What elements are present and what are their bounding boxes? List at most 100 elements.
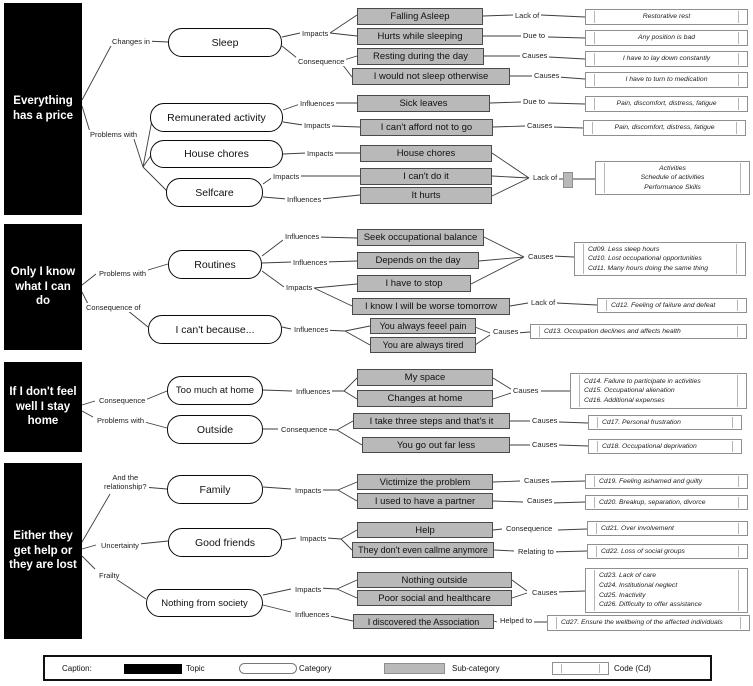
category-house-chores: House chores (150, 140, 283, 168)
relation-label: Impacts (284, 283, 315, 293)
legend-subcategory-swatch (384, 663, 445, 674)
relation-label: Impacts (271, 172, 302, 182)
code-any-position-is-bad: Any position is bad (585, 30, 748, 46)
branch-label-and-the-relationship: And the relationship? (102, 473, 149, 492)
subcategory-help: Help (357, 522, 493, 538)
branch-label-uncertainty: Uncertainty (99, 541, 141, 551)
link-label: Causes (532, 71, 562, 81)
relation-label: Consequence (296, 57, 347, 67)
link-label: Lack of (513, 11, 542, 21)
relation-label: Influences (294, 387, 333, 397)
link-label: Helped to (498, 616, 535, 626)
relation-label: Influences (292, 325, 331, 335)
subcategory-resting-during-the-day: Resting during the day (357, 48, 484, 65)
subcategory-nothing-outside: Nothing outside (357, 572, 512, 588)
code-cd20: Cd20. Breakup, separation, divorce (585, 495, 748, 510)
code-cd13: Cd13. Occupation declines and affects he… (530, 324, 747, 339)
link-label: Relating to (516, 547, 556, 557)
code-cd21: Cd21. Over involvement (587, 521, 748, 536)
code-lay-down-constantly: I have to lay down constantly (585, 51, 748, 67)
link-label: Lack of (531, 173, 560, 183)
code-cd12: Cd12. Feeling of failure and defeat (597, 298, 747, 313)
link-label: Causes (530, 588, 560, 598)
code-cd27: Cd27. Ensure the wellbeing of the affect… (547, 615, 750, 631)
relation-label: Impacts (293, 486, 324, 496)
category-selfcare: Selfcare (166, 178, 263, 207)
link-label: Causes (525, 496, 555, 506)
topic-everything-has-a-price: Everything has a price (4, 3, 82, 215)
category-too-much-at-home: Too much at home (167, 376, 263, 405)
relation-label: Influences (291, 258, 330, 268)
code-cd09-cd11: Cd09. Less sleep hours Cd10. Lost occupa… (574, 242, 746, 276)
relation-label: Impacts (293, 585, 324, 595)
link-label: Causes (525, 121, 555, 131)
subcategory-three-steps: I take three steps and that's it (353, 413, 510, 429)
subcategory-sick-leaves: Sick leaves (357, 95, 490, 112)
topic-if-i-dont-feel-well-i-stay-home: If I don't feel well I stay home (4, 362, 82, 452)
code-pain-discomfort-2: Pain, discomfort, distress, fatigue (583, 120, 746, 136)
subcategory-worse-tomorrow: I know I will be worse tomorrow (352, 298, 510, 315)
subcategory-it-hurts: It hurts (360, 187, 492, 204)
subcategory-used-to-have-a-partner: I used to have a partner (357, 493, 493, 509)
legend-category-label: Category (299, 664, 332, 673)
link-label: Causes (520, 51, 550, 61)
code-connector-box (563, 172, 573, 188)
code-cd23-cd26: Cd23. Lack of care Cd24. Institutional n… (585, 568, 748, 613)
relation-label: Impacts (300, 29, 331, 39)
relation-label: Impacts (302, 121, 333, 131)
subcategory-dont-even-call-anymore: They don't even callme anymore (352, 542, 494, 558)
code-cd14-cd16: Cd14. Failure to participate in activiti… (570, 373, 747, 409)
branch-label-changes-in: Changes in (110, 37, 152, 47)
branch-label-consequence-of: Consequence of (84, 303, 143, 313)
subcategory-house-chores: House chores (360, 145, 492, 162)
link-label: Consequence (504, 524, 555, 534)
relation-label: Influences (283, 232, 322, 242)
relation-label: Influences (285, 195, 324, 205)
code-turn-to-medication: I have to turn to medication (585, 72, 748, 88)
link-label: Due to (521, 97, 548, 107)
link-label: Causes (491, 327, 521, 337)
relation-label: Influences (293, 610, 332, 620)
subcategory-poor-social-and-healthcare: Poor social and healthcare (357, 590, 512, 606)
subcategory-seek-occupational-balance: Seek occupational balance (357, 229, 484, 246)
code-cd19: Cd19. Feeling ashamed and guilty (585, 474, 748, 489)
link-label: Causes (522, 476, 552, 486)
category-i-cant-because: I can't because... (148, 315, 282, 344)
subcategory-i-cant-afford-not-to-go: I can't afford not to go (360, 119, 493, 136)
category-outside: Outside (167, 415, 263, 444)
code-cd22: Cd22. Loss of social groups (587, 544, 748, 559)
relation-label: Consequence (279, 425, 330, 435)
topic-only-i-know-what-i-can-do: Only I know what I can do (4, 224, 82, 350)
subcategory-i-cant-do-it: I can't do it (360, 168, 492, 185)
link-label: Lack of (529, 298, 558, 308)
legend-code-swatch (552, 662, 609, 675)
branch-label-problems-with-2: Problems with (97, 269, 149, 279)
category-sleep: Sleep (168, 28, 282, 57)
legend-subcategory-label: Sub-category (452, 664, 500, 673)
legend-code-label: Code (Cd) (614, 664, 651, 673)
link-label: Causes (530, 440, 560, 450)
category-nothing-from-society: Nothing from society (146, 589, 263, 617)
subcategory-victimize-the-problem: Victimize the problem (357, 474, 493, 490)
code-restorative-rest: Restorative rest (585, 9, 748, 25)
legend-topic-swatch (124, 664, 182, 674)
topic-either-they-get-help-or-lost: Either they get help or they are lost (4, 463, 82, 639)
subcategory-my-space: My space (357, 369, 493, 386)
legend: Caption: Topic Category Sub-category Cod… (43, 655, 712, 681)
link-label: Due to (521, 31, 548, 41)
category-routines: Routines (168, 250, 262, 279)
code-activities-skills: Activities Schedule of activities Perfor… (595, 161, 750, 195)
category-good-friends: Good friends (168, 528, 282, 557)
subcategory-depends-on-the-day: Depends on the day (357, 252, 479, 269)
branch-label-frailty: Frailty (97, 571, 122, 581)
code-cd18: Cd18. Occupational deprivation (588, 439, 742, 454)
subcategory-falling-asleep: Falling Asleep (357, 8, 483, 25)
legend-topic-label: Topic (186, 664, 205, 673)
subcategory-you-go-out-far-less: You go out far less (362, 437, 510, 453)
code-cd17: Cd17. Personal frustration (588, 415, 742, 430)
subcategory-hurts-while-sleeping: Hurts while sleeping (357, 28, 483, 45)
code-pain-discomfort-1: Pain, discomfort, distress, fatigue (585, 96, 748, 112)
legend-category-swatch (239, 663, 297, 674)
